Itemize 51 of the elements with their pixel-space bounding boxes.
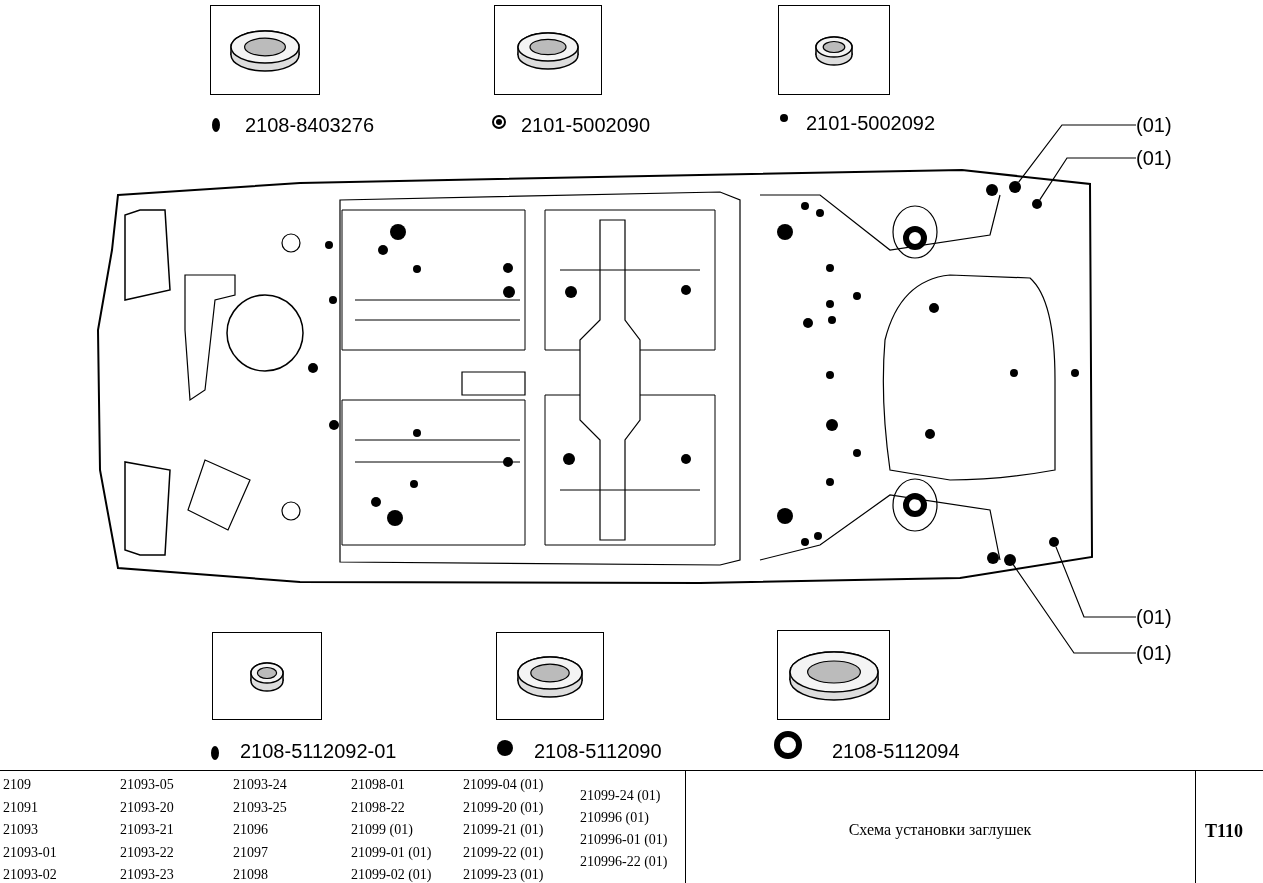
model-code: 21098-01: [351, 776, 405, 794]
leader-line: [1055, 546, 1137, 618]
model-code: 21099-23 (01): [463, 866, 544, 883]
model-code: 21099-20 (01): [463, 798, 544, 817]
part-number: 2101-5002092: [806, 111, 935, 135]
callout-label: (01): [1136, 146, 1184, 170]
model-code: 21099-04 (01): [463, 776, 544, 794]
leader-line: [1039, 157, 1137, 201]
model-code: 21099-21 (01): [463, 821, 544, 839]
part-number: 2108-5112092-01: [240, 739, 397, 763]
model-code: 210996-22 (01): [580, 853, 668, 871]
model-code: 21096: [233, 821, 268, 839]
part-picture: [777, 630, 890, 720]
model-code: 21093: [3, 821, 38, 839]
part-number: 2101-5002090: [521, 113, 650, 137]
part-picture: [210, 5, 320, 95]
model-code: 21097: [233, 843, 268, 862]
diagram-title: Схема установки заглушек: [847, 820, 1033, 841]
model-code: 21093-02: [3, 866, 57, 883]
model-code: 21099-01 (01): [351, 843, 432, 862]
part-picture: [496, 632, 604, 720]
callout-label: (01): [1136, 113, 1184, 137]
model-code: 21093-01: [3, 843, 57, 862]
part-number: 2108-5112094: [832, 739, 960, 763]
callout-label: (01): [1136, 641, 1184, 665]
model-code: 21099 (01): [351, 821, 413, 839]
part-number: 2108-8403276: [245, 113, 374, 137]
model-code: 21093-21: [120, 821, 174, 839]
model-code: 21099-24 (01): [580, 787, 661, 805]
model-code: 21093-05: [120, 776, 174, 794]
model-code: 21098-22: [351, 798, 405, 817]
model-code: 21093-25: [233, 798, 287, 817]
model-code: 21091: [3, 798, 38, 817]
part-picture: [212, 632, 322, 720]
model-code: 21093-23: [120, 866, 174, 883]
model-code: 21099-22 (01): [463, 843, 544, 862]
leader-line: [1018, 124, 1137, 183]
model-code: 21099-02 (01): [351, 866, 432, 883]
part-picture: [778, 5, 890, 95]
model-code: 21093-20: [120, 798, 174, 817]
model-code: 2109: [3, 776, 31, 794]
model-code: 210996-01 (01): [580, 831, 668, 849]
model-code: 210996 (01): [580, 809, 649, 827]
model-code: 21093-22: [120, 843, 174, 862]
callout-label: (01): [1136, 605, 1184, 629]
model-code: 21098: [233, 866, 268, 883]
part-picture: [494, 5, 602, 95]
leader-line: [1012, 564, 1137, 654]
model-code: 21093-24: [233, 776, 287, 794]
sheet-number: T110: [1205, 820, 1243, 843]
part-number: 2108-5112090: [534, 739, 662, 763]
